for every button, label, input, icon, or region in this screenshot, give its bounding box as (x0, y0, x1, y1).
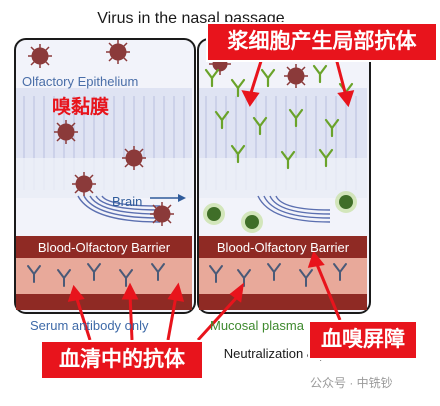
plasma-cell-icon (203, 191, 357, 233)
right-barrier-band (199, 236, 367, 258)
left-nerve-bundle (77, 195, 161, 223)
plasma-cells-callout: 浆细胞产生局部抗体 (206, 22, 438, 62)
olfactory-epithelium-label-cn: 嗅黏膜 (52, 97, 110, 118)
left-bottom-band (16, 294, 192, 310)
serum-antibody-icon (27, 263, 347, 287)
watermark: 公众号 · 中铣钞 (310, 376, 393, 390)
serum-antibody-callout: 血清中的抗体 (40, 340, 204, 380)
right-epithelium (199, 88, 367, 198)
left-epithelium (16, 88, 192, 198)
left-barrier-label: Blood-Olfactory Barrier (37, 240, 171, 255)
olfactory-epithelium-label: Olfactory Epithelium (22, 74, 139, 89)
mucosal-plasma-caption: Mucosal plasma cells (210, 318, 334, 333)
right-tissue (199, 258, 367, 294)
left-barrier-band (16, 236, 192, 258)
right-nerve-bundle (257, 195, 331, 223)
serum-antibody-caption: Serum antibody only (30, 318, 149, 333)
right-bottom-band (199, 294, 367, 310)
right-barrier-label: Blood-Olfactory Barrier (216, 240, 350, 255)
left-tissue (16, 258, 192, 294)
virus-icon (28, 40, 308, 226)
barrier-callout: 血嗅屏障 (308, 320, 418, 360)
brain-arrow-head (178, 194, 186, 202)
callout-arrow (67, 57, 355, 342)
brain-label: Brain (112, 194, 143, 209)
